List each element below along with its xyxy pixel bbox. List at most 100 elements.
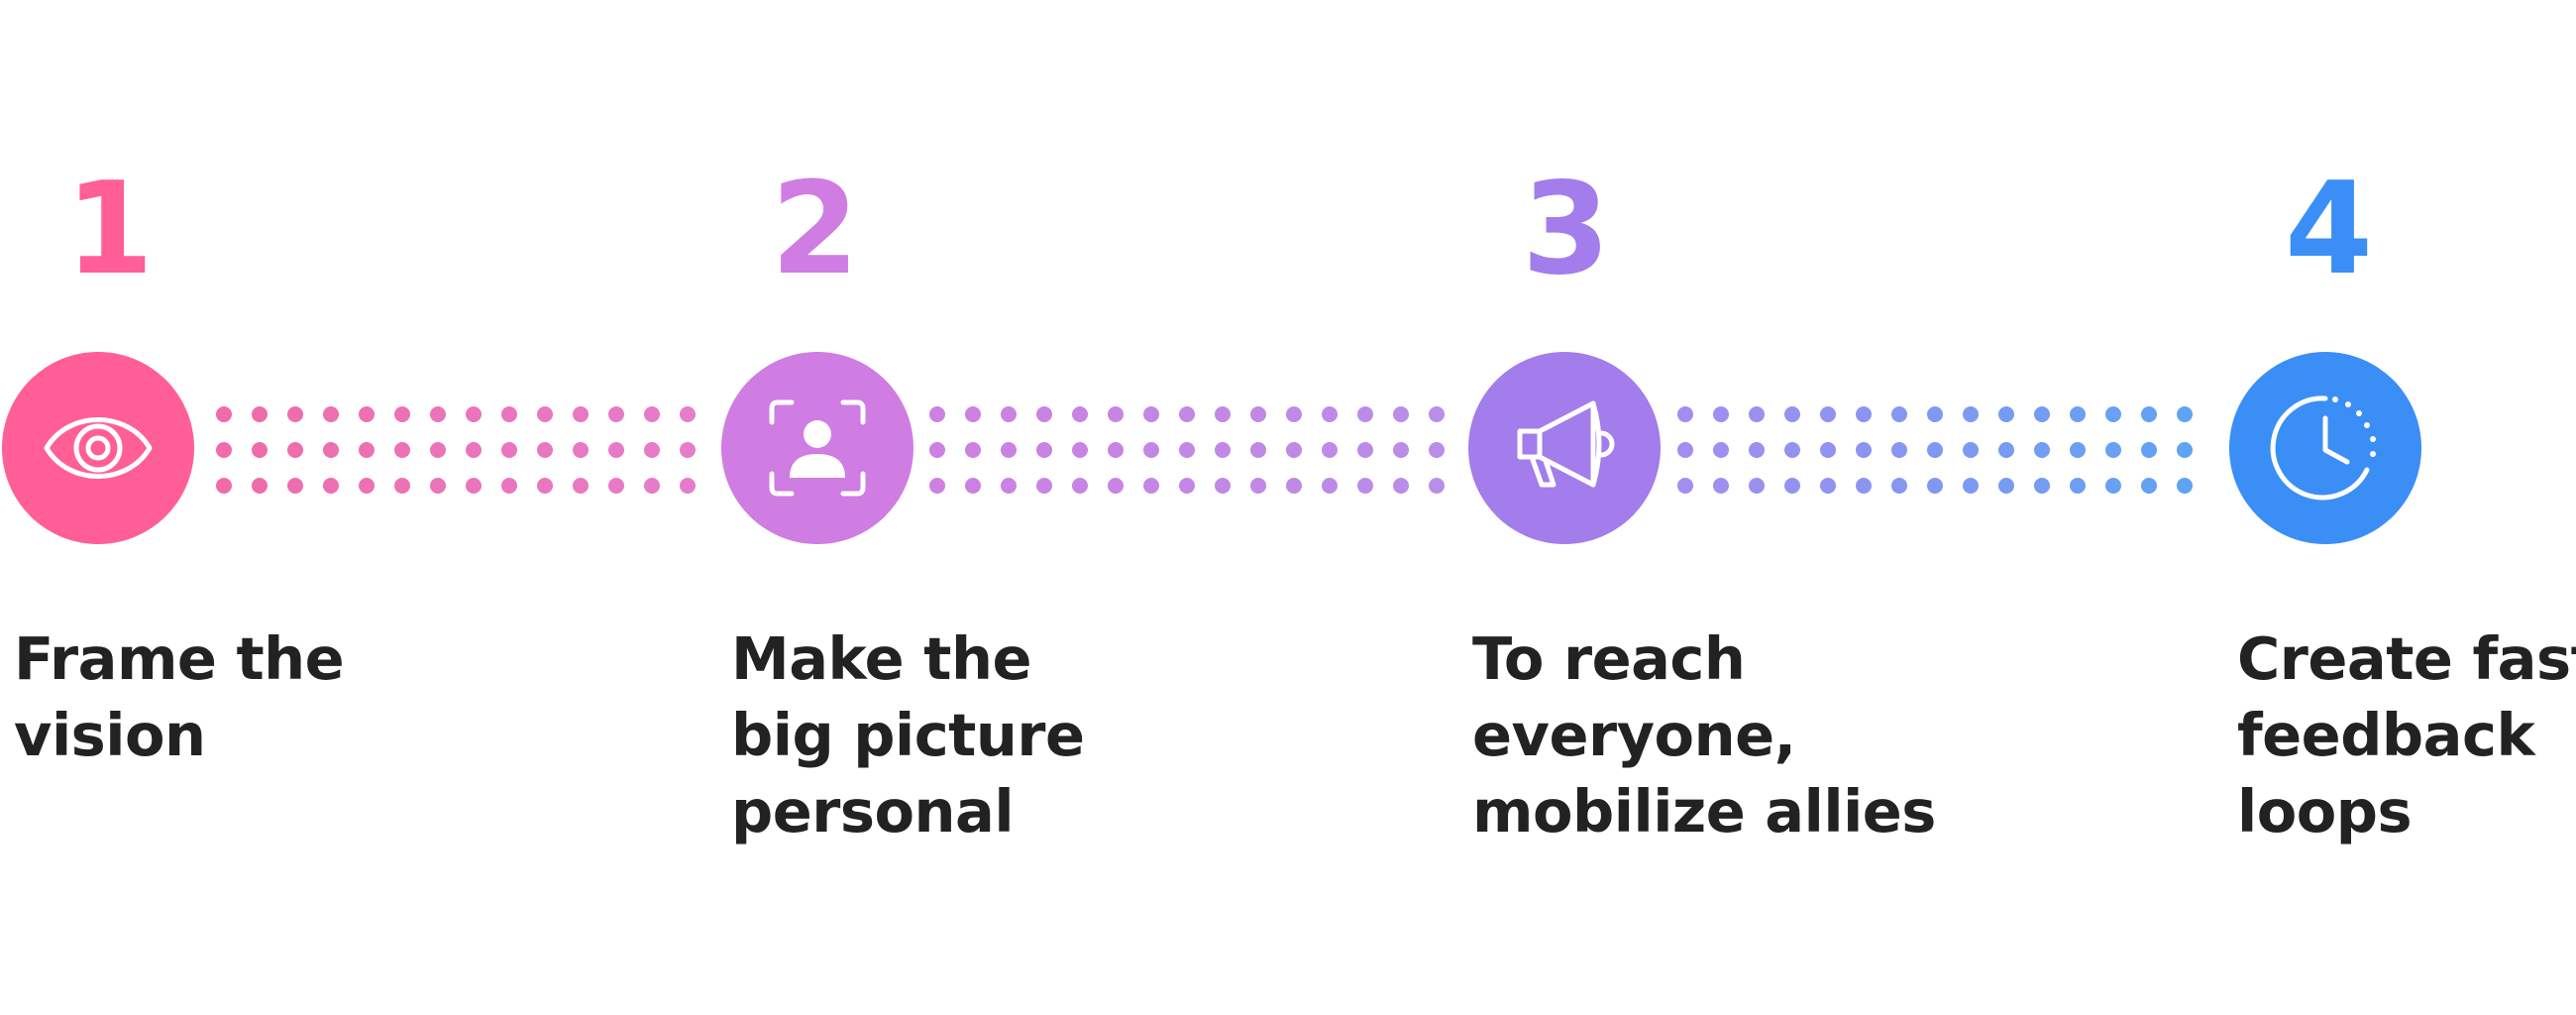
- step-4-label: Create fast feedback loops: [2237, 620, 2576, 849]
- connector-dot: [965, 406, 981, 422]
- connector-dot: [216, 442, 232, 458]
- connector-dot: [1143, 406, 1159, 422]
- connector-dot: [1357, 406, 1373, 422]
- connector-dot: [929, 442, 945, 458]
- connector-dot: [501, 478, 517, 494]
- connector-dot: [1393, 478, 1409, 494]
- connector-dot: [1108, 442, 1124, 458]
- connector-dot: [323, 406, 339, 422]
- connector-dot: [394, 406, 410, 422]
- connector-dot: [965, 442, 981, 458]
- connector-dot: [2034, 442, 2050, 458]
- connector-dot: [608, 406, 624, 422]
- connector-dot: [287, 442, 303, 458]
- connector-dot: [1001, 442, 1017, 458]
- step-1-label: Frame the vision: [14, 620, 345, 773]
- connector-dot: [1250, 442, 1266, 458]
- connector-dot: [359, 478, 375, 494]
- connector-dot: [2105, 478, 2121, 494]
- connector-dot: [537, 406, 553, 422]
- connector-dot: [2177, 442, 2193, 458]
- connector-dot: [608, 442, 624, 458]
- connector-dot: [1784, 442, 1800, 458]
- connector-dot: [252, 478, 268, 494]
- connector-dot: [1963, 478, 1979, 494]
- step-1-label-line: Frame the: [14, 624, 345, 693]
- connector-dot: [1179, 478, 1195, 494]
- connector-dot: [1286, 406, 1302, 422]
- connector-dot: [1072, 442, 1088, 458]
- connector-dot: [2141, 478, 2157, 494]
- connector-dot: [1429, 442, 1445, 458]
- connector-dot: [2034, 478, 2050, 494]
- connector-dot: [1108, 406, 1124, 422]
- connector-dot: [537, 478, 553, 494]
- connector-dot: [1322, 406, 1338, 422]
- connector-dot: [1713, 442, 1729, 458]
- step-3-label: To reach everyone, mobilize allies: [1472, 620, 1936, 849]
- connector-dot: [501, 442, 517, 458]
- connector-dot: [1891, 478, 1907, 494]
- connector-dot: [608, 478, 624, 494]
- connector-dot: [1215, 442, 1231, 458]
- connector-dot: [252, 442, 268, 458]
- connector-dot: [1891, 442, 1907, 458]
- connector-dot: [1749, 406, 1765, 422]
- connector-dot: [287, 406, 303, 422]
- connector-dot: [1820, 442, 1836, 458]
- connector-dot: [573, 478, 589, 494]
- connector-dot: [1108, 478, 1124, 494]
- step-4-label-line: loops: [2237, 777, 2413, 846]
- step-1-circle: [2, 352, 194, 544]
- connector-dot: [1036, 478, 1052, 494]
- connector-dot: [537, 442, 553, 458]
- connector-dot: [2070, 442, 2086, 458]
- connector-dot: [2070, 406, 2086, 422]
- step-3-label-line: everyone,: [1472, 701, 1796, 769]
- connector-dot: [430, 406, 446, 422]
- connector-dot: [929, 478, 945, 494]
- step-3-circle: [1468, 352, 1661, 544]
- connector-dots-3-4: [1677, 400, 2212, 500]
- step-2-circle: [721, 352, 913, 544]
- connector-dot: [2141, 406, 2157, 422]
- connector-dot: [1393, 406, 1409, 422]
- step-2-label-line: big picture: [731, 701, 1085, 769]
- connector-dot: [323, 442, 339, 458]
- connector-dot: [1856, 442, 1872, 458]
- connector-dot: [359, 442, 375, 458]
- step-2-label-line: personal: [731, 777, 1015, 846]
- connector-dot: [1143, 442, 1159, 458]
- connector-dot: [466, 406, 482, 422]
- connector-dot: [1820, 406, 1836, 422]
- connector-dot: [1856, 478, 1872, 494]
- connector-dot: [323, 478, 339, 494]
- connector-dot: [1322, 478, 1338, 494]
- eye-icon: [44, 417, 153, 479]
- step-2-label: Make the big picture personal: [731, 620, 1085, 849]
- connector-dot: [1286, 478, 1302, 494]
- connector-dot: [501, 406, 517, 422]
- connector-dot: [216, 478, 232, 494]
- connector-dot: [1749, 442, 1765, 458]
- step-2-label-line: Make the: [731, 624, 1031, 693]
- connector-dot: [2105, 442, 2121, 458]
- clock-icon: [2270, 395, 2376, 501]
- connector-dot: [1001, 478, 1017, 494]
- connector-dot: [287, 478, 303, 494]
- connector-dot: [2177, 406, 2193, 422]
- connector-dot: [1677, 442, 1693, 458]
- connector-dots-2-3: [929, 400, 1454, 500]
- connector-dot: [1036, 442, 1052, 458]
- connector-dot: [1393, 442, 1409, 458]
- connector-dot: [573, 442, 589, 458]
- connector-dot: [1357, 442, 1373, 458]
- connector-dot: [1429, 478, 1445, 494]
- connector-dot: [466, 478, 482, 494]
- step-2-number: 2: [771, 156, 859, 303]
- connector-dot: [929, 406, 945, 422]
- connector-dot: [644, 406, 660, 422]
- connector-dot: [1143, 478, 1159, 494]
- connector-dot: [1072, 406, 1088, 422]
